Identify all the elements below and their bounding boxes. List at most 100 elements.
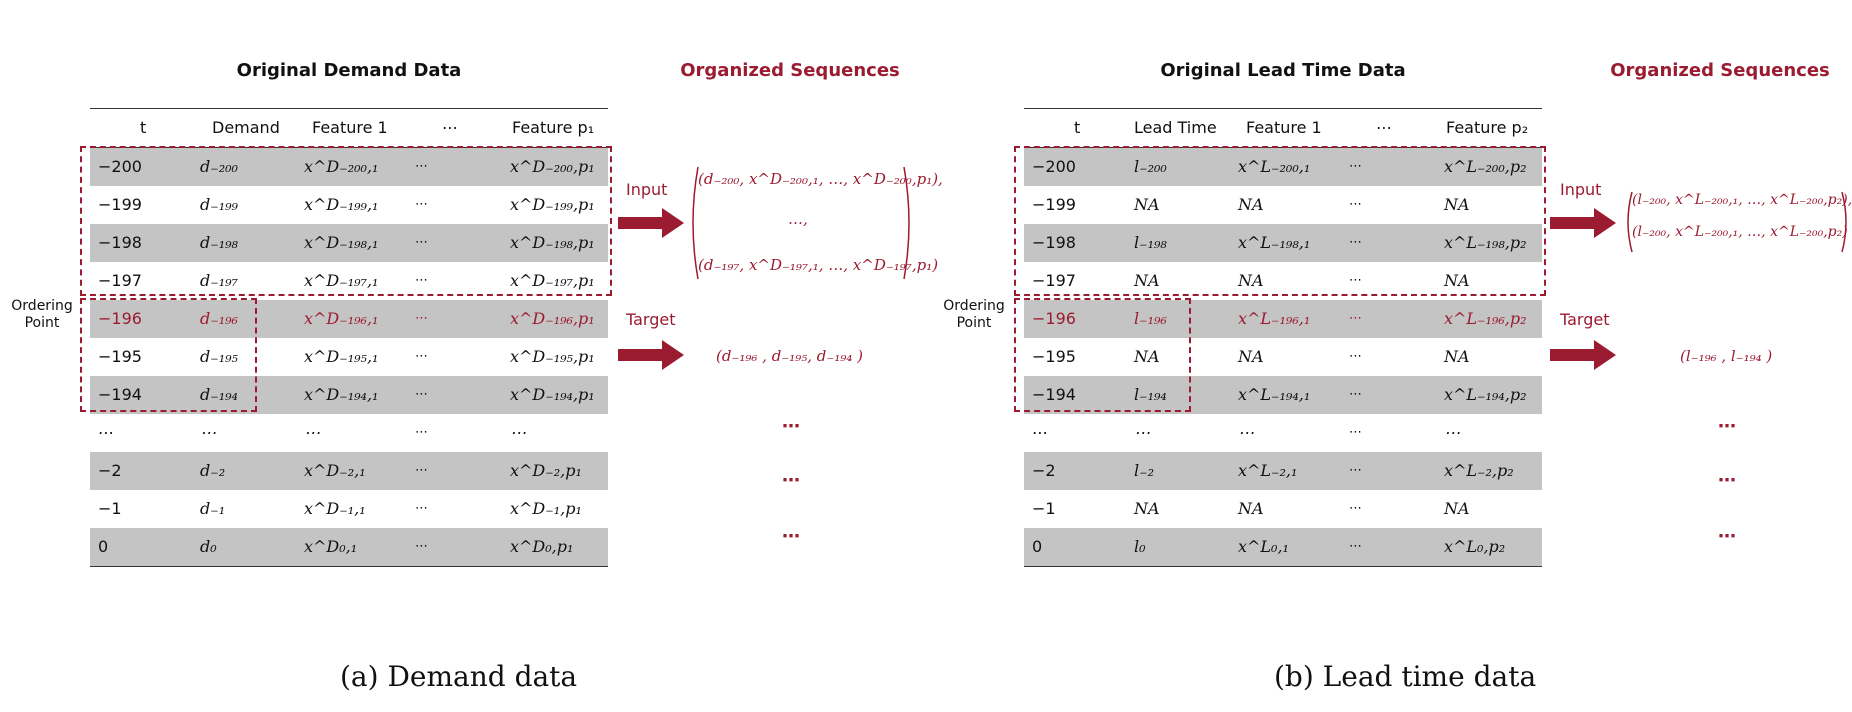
input-arrow-icon: [1550, 208, 1616, 238]
table-cell: NA: [1134, 347, 1160, 366]
ordering-point-label: Ordering Point: [943, 298, 1005, 331]
table-cell: ⋯: [415, 349, 428, 364]
header-ellipsis: ⋯: [442, 118, 458, 137]
table-cell: l₋₁₉₆: [1134, 309, 1167, 328]
left-big-paren-icon: [692, 166, 699, 280]
table-cell: −199: [1032, 195, 1076, 214]
input-arrow-icon: [618, 208, 684, 238]
target-window-box: [1014, 298, 1191, 412]
table-cell: ⋯: [1349, 463, 1362, 478]
table-cell: ⋯: [1238, 423, 1254, 442]
table-cell: d₋₂₀₀: [200, 157, 238, 176]
right-big-paren-icon: [1841, 191, 1847, 253]
table-cell: x^D₋₁₉₄,₁: [304, 385, 379, 404]
table-cell: x^L₋₂,₁: [1238, 461, 1298, 480]
header-t: t: [1074, 118, 1081, 137]
table-cell: ⋯: [415, 539, 428, 554]
table-cell: NA: [1444, 271, 1470, 290]
table-cell: ⋯: [415, 501, 428, 516]
table-header: t Demand Feature 1 ⋯ Feature p₁: [90, 108, 608, 148]
table-cell: d₋₂: [200, 461, 226, 480]
organized-title: Organized Sequences: [1610, 60, 1830, 81]
table-cell: ⋯: [1349, 387, 1362, 402]
table-cell: −200: [98, 157, 142, 176]
table-cell: ⋯: [1349, 501, 1362, 516]
table-cell: ⋯: [415, 235, 428, 250]
table-cell: x^D₋₁₉₈,₁: [304, 233, 379, 252]
table-cell: −197: [98, 271, 142, 290]
caption: (a) Demand data: [340, 660, 578, 693]
panel-demand: Original Demand Data Organized Sequences…: [11, 60, 943, 693]
continuation-dots: ⋯: [1718, 470, 1736, 491]
table-cell: x^D₋₂,p₁: [510, 461, 582, 480]
header-feature-1: Feature 1: [1246, 118, 1322, 137]
table-cell: −200: [1032, 157, 1076, 176]
table-cell: d₋₁₉₇: [200, 271, 238, 290]
table-cell: x^L₋₂₀₀,₁: [1238, 157, 1311, 176]
table-cell: ⋯: [415, 159, 428, 174]
table-cell: x^D₋₁₉₆,₁: [304, 309, 379, 328]
table-cell: NA: [1134, 271, 1160, 290]
caption: (b) Lead time data: [1274, 660, 1537, 693]
table-cell: NA: [1444, 195, 1470, 214]
table-cell: NA: [1134, 499, 1160, 518]
table-cell: x^D₀,₁: [304, 537, 358, 556]
table-cell: x^L₀,p₂: [1444, 537, 1506, 556]
table-cell: x^D₋₁,₁: [304, 499, 366, 518]
input-label: Input: [626, 180, 668, 199]
table-cell: −194: [98, 385, 142, 404]
table-cell: x^D₋₁,p₁: [510, 499, 582, 518]
lead-time-table: t Lead Time Feature 1 ⋯ Feature p₂ −200 l…: [1024, 108, 1542, 567]
table-cell: x^D₀,p₁: [510, 537, 574, 556]
header-demand: Demand: [212, 118, 280, 137]
table-cell: d₋₁: [200, 499, 226, 518]
table-cell: x^L₀,₁: [1238, 537, 1289, 556]
table-cell: x^L₋₁₉₈,₁: [1238, 233, 1311, 252]
table-cell: x^D₋₂,₁: [304, 461, 366, 480]
table-cell: −1: [1032, 499, 1056, 518]
table-cell: −1: [98, 499, 122, 518]
table-cell: 0: [98, 537, 109, 556]
table-cell: ⋯: [1349, 425, 1362, 440]
table-cell: x^D₋₁₉₉,p₁: [510, 195, 595, 214]
table-cell: ⋯: [415, 425, 428, 440]
target-seq: (d₋₁₉₆ , d₋₁₉₅, d₋₁₉₄ ): [716, 347, 863, 365]
table-cell: ⋯: [1349, 197, 1362, 212]
input-seq-first: (d₋₂₀₀, x^D₋₂₀₀,₁, …, x^D₋₂₀₀,p₁),: [698, 170, 943, 188]
table-cell: ⋯: [1134, 423, 1150, 442]
table-cell: x^L₋₁₉₄,₁: [1238, 385, 1311, 404]
table-cell: NA: [1238, 195, 1264, 214]
input-seq-second: (l₋₂₀₀, x^L₋₂₀₀,₁, …, x^L₋₂₀₀,p₂): [1632, 224, 1848, 240]
table-cell: x^L₋₂₀₀,p₂: [1444, 157, 1527, 176]
table-cell: −198: [1032, 233, 1076, 252]
table-cell: ⋯: [200, 423, 216, 442]
table-cell: l₋₂₀₀: [1134, 157, 1167, 176]
table-cell: ⋯: [98, 423, 114, 442]
table-title: Original Lead Time Data: [1160, 60, 1406, 81]
right-big-paren-icon: [903, 166, 910, 280]
continuation-dots: ⋯: [782, 416, 800, 437]
table-header: t Lead Time Feature 1 ⋯ Feature p₂: [1024, 108, 1542, 148]
header-ellipsis: ⋯: [1376, 118, 1392, 137]
table-cell: x^D₋₁₉₅,p₁: [510, 347, 595, 366]
table-cell: ⋯: [1349, 273, 1362, 288]
continuation-dots: ⋯: [782, 470, 800, 491]
table-cell: x^L₋₁₉₆,₁: [1238, 309, 1311, 328]
table-cell: ⋯: [1032, 423, 1048, 442]
target-arrow-icon: [1550, 340, 1616, 370]
table-cell: d₀: [200, 537, 217, 556]
continuation-dots: ⋯: [1718, 526, 1736, 547]
table-cell: −194: [1032, 385, 1076, 404]
table-cell: ⋯: [415, 197, 428, 212]
left-big-paren-icon: [1627, 191, 1633, 253]
